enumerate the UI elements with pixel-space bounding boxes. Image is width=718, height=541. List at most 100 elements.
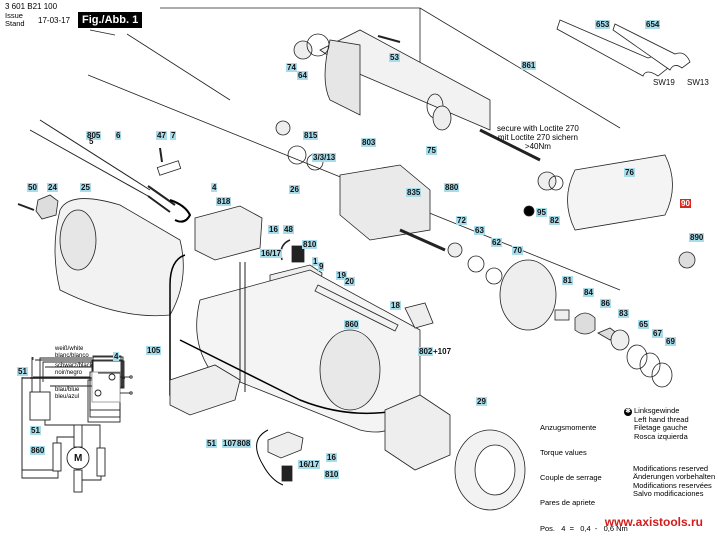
wire-white-label-1: weiß/white <box>55 346 84 352</box>
part-label-83[interactable]: 83 <box>618 309 629 318</box>
part-label-70[interactable]: 70 <box>512 246 523 255</box>
part-label-64[interactable]: 64 <box>297 71 308 80</box>
part-7-shape <box>156 160 182 176</box>
legend-es: Rosca izquierda <box>634 431 688 441</box>
modifications-note: Modifications reserved Änderungen vorbeh… <box>633 464 716 499</box>
part-label-82[interactable]: 82 <box>549 216 560 225</box>
torque-title-es: Pares de apriete <box>540 498 596 508</box>
part-label-16-17-bottom[interactable]: 16/17 <box>298 460 321 469</box>
part-label-802[interactable]: 802 <box>418 347 434 356</box>
part-label-835[interactable]: 835 <box>406 188 422 197</box>
part-label-890[interactable]: 890 <box>689 233 705 242</box>
collet-nut-shape <box>678 251 696 269</box>
switch-4-shape <box>194 205 263 261</box>
part-label-805[interactable]: 805 <box>86 131 102 140</box>
wrench-654-shape <box>612 23 691 71</box>
part-label-16-17[interactable]: 16/17 <box>260 249 283 258</box>
wire-white-label-2: blanc/blanco <box>55 352 89 359</box>
wiring-label-4[interactable]: 4 <box>113 352 120 361</box>
part-label-810[interactable]: 810 <box>302 240 318 249</box>
part-label-9[interactable]: 9 <box>318 262 325 271</box>
part-label-48[interactable]: 48 <box>283 225 294 234</box>
wiring-label-51-top[interactable]: 51 <box>17 367 28 376</box>
part-label-860[interactable]: 860 <box>344 320 360 329</box>
legend-fr: Filetage gauche <box>634 423 688 433</box>
issue-stand-label: Issue Stand <box>5 12 25 28</box>
part-label-90[interactable]: 90 <box>680 199 691 208</box>
part-label-16-bottom[interactable]: 16 <box>326 453 337 462</box>
part-label-861[interactable]: 861 <box>521 61 537 70</box>
part-label-76[interactable]: 76 <box>624 168 635 177</box>
cable-clip <box>169 199 192 223</box>
issue-label: Issue <box>5 11 23 20</box>
left-hand-thread-icon: ✱ <box>624 408 632 416</box>
part-label-654[interactable]: 654 <box>645 20 661 29</box>
part-label-3-3-13[interactable]: 3/3/13 <box>312 153 337 162</box>
part-label-plus-107: +107 <box>433 347 452 356</box>
part-label-1[interactable]: 1 <box>312 257 319 266</box>
part-label-69[interactable]: 69 <box>665 337 676 346</box>
motor-symbol: M <box>74 453 83 464</box>
part-label-815[interactable]: 815 <box>303 131 319 140</box>
part-label-808[interactable]: 808 <box>236 439 252 448</box>
part-label-810-bottom[interactable]: 810 <box>324 470 340 479</box>
loctite-note: secure with Loctite 270 mit Loctite 270 … <box>497 124 579 151</box>
part-label-51[interactable]: 51 <box>206 439 217 448</box>
modifications-es: Salvo modificaciones <box>633 489 704 499</box>
part-label-5[interactable]: 5 <box>89 137 94 146</box>
part-label-105[interactable]: 105 <box>146 346 162 355</box>
power-cable <box>39 119 151 191</box>
part-label-20[interactable]: 20 <box>344 277 355 286</box>
modifications-fr: Modifications reservées <box>633 480 712 490</box>
part-label-75[interactable]: 75 <box>426 146 437 155</box>
part-label-47[interactable]: 47 <box>156 131 167 140</box>
part-label-6[interactable]: 6 <box>115 131 122 140</box>
part-label-81[interactable]: 81 <box>562 276 573 285</box>
part-label-4[interactable]: 4 <box>211 183 218 192</box>
modifications-en: Modifications reserved <box>633 464 709 473</box>
wire-blue-label-1: blau/blue <box>55 387 80 393</box>
modifications-de: Änderungen vorbehalten <box>633 472 716 482</box>
part-label-18[interactable]: 18 <box>390 301 401 310</box>
part-label-29[interactable]: 29 <box>476 397 487 406</box>
wiring-label-51-box[interactable]: 51 <box>30 426 41 435</box>
part-label-65[interactable]: 65 <box>638 320 649 329</box>
armature-shape <box>339 164 431 241</box>
loctite-torque: >40Nm <box>524 142 551 151</box>
part-label-19[interactable]: 19 <box>336 271 347 280</box>
left-hand-thread-marker-95 <box>523 205 535 217</box>
part-label-53[interactable]: 53 <box>389 53 400 62</box>
left-hand-thread-legend: ✱Linksgewinde Left hand thread Filetage … <box>624 406 689 441</box>
part-label-86[interactable]: 86 <box>600 299 611 308</box>
part-label-63[interactable]: 63 <box>474 226 485 235</box>
wire-blue-label: blau/blue bleu/azul <box>55 387 79 400</box>
part-label-95[interactable]: 95 <box>536 208 547 217</box>
part-label-653[interactable]: 653 <box>595 20 611 29</box>
wire-white-label: weiß/white blanc/blanco <box>55 346 89 359</box>
part-label-62[interactable]: 62 <box>491 238 502 247</box>
part-label-16[interactable]: 16 <box>268 225 279 234</box>
part-label-72[interactable]: 72 <box>456 216 467 225</box>
torque-title-en: Torque values <box>540 448 587 458</box>
part-label-50[interactable]: 50 <box>27 183 38 192</box>
wiring-schematic <box>21 357 133 493</box>
spindle-sleeve-76-shape <box>567 154 673 231</box>
part-label-26[interactable]: 26 <box>289 185 300 194</box>
part-label-25[interactable]: 25 <box>80 183 91 192</box>
part-label-84[interactable]: 84 <box>583 288 594 297</box>
wire-black-label: schwarz/black noir/negro <box>55 363 93 376</box>
part-label-107[interactable]: 107 <box>222 439 238 448</box>
wiring-label-860[interactable]: 860 <box>30 446 46 455</box>
part-label-7[interactable]: 7 <box>170 131 177 140</box>
part-label-74[interactable]: 74 <box>286 63 297 72</box>
part-label-880[interactable]: 880 <box>444 183 460 192</box>
part-label-818[interactable]: 818 <box>216 197 232 206</box>
wire-black-label-2: noir/negro <box>55 369 83 376</box>
part-label-24[interactable]: 24 <box>47 183 58 192</box>
part-label-803[interactable]: 803 <box>361 138 377 147</box>
part-label-67[interactable]: 67 <box>652 329 663 338</box>
watermark-url[interactable]: www.axistools.ru <box>604 515 703 529</box>
wire-blue-label-2: bleu/azul <box>55 393 80 400</box>
